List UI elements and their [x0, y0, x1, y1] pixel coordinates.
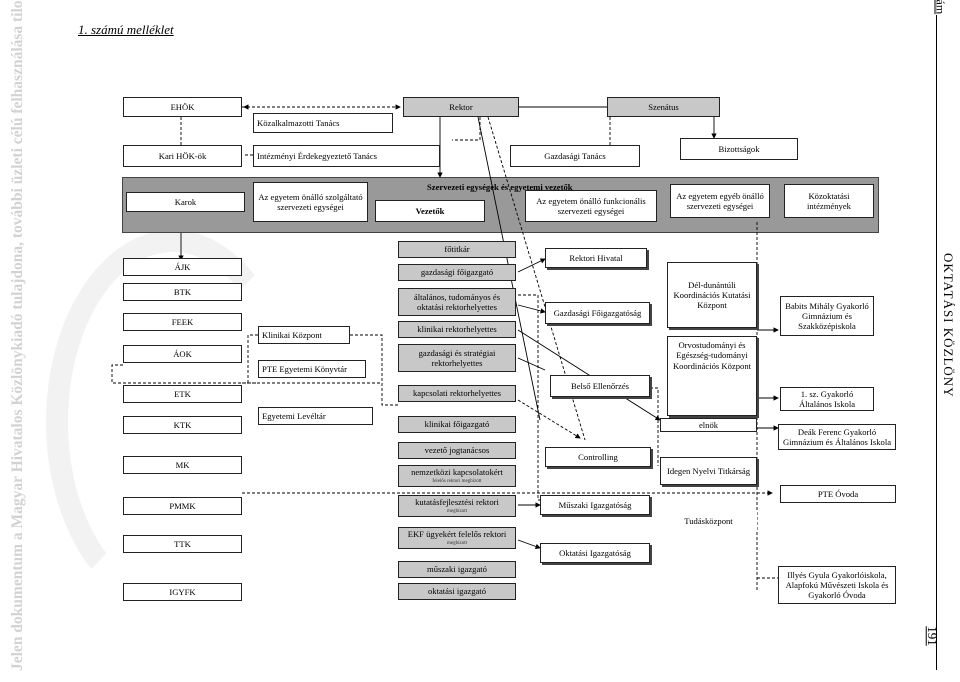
leader-oktatasi-igazgato: oktatási igazgató — [398, 583, 516, 600]
leader-fotitkar: főtitkár — [398, 241, 516, 258]
klinikai-kozpont-box: Klinikai Központ — [258, 326, 350, 344]
karok-box: Karok — [126, 192, 245, 212]
leader-vezeto-jogtanacsos: vezető jogtanácsos — [398, 442, 516, 459]
page-title: 1. számú melléklet — [78, 22, 174, 37]
right-margin-rule — [936, 15, 937, 670]
leader-gazdasagi-strategiai-rh: gazdasági és stratégiai rektorhelyettes — [398, 344, 516, 372]
leader-kutatasfejlesztesi-label: kutatásfejlesztési rektori — [415, 497, 499, 508]
leader-gazdasagi-foigazgato: gazdasági főigazgató — [398, 264, 516, 281]
szolgaltato-box: Az egyetem önálló szolgáltató szervezeti… — [253, 182, 368, 222]
kari-hok-box: Kari HÖK-ök — [123, 145, 242, 167]
leader-nemzetkozi-label: nemzetközi kapcsolatokért — [411, 467, 503, 478]
konyvtar-box: PTE Egyetemi Könyvtár — [258, 360, 366, 378]
tudaskozpont-label: Tudásközpont — [660, 510, 757, 532]
leader-kutatasfejlesztesi-sub: megbízott — [446, 508, 467, 514]
leader-ekf-label: EKF ügyekért felelős rektori — [407, 529, 507, 540]
leader-nemzetkozi-sub: felelős rektori megbízott — [432, 478, 482, 484]
leader-klinikai-rh: klinikai rektorhelyettes — [398, 321, 516, 338]
school-altalanos: 1. sz. Gyakorló Általános Iskola — [780, 387, 874, 411]
leader-altalanos-rh: általános, tudományos és oktatási rektor… — [398, 288, 516, 316]
kozoktatasi-box: Közoktatási intézmények — [784, 184, 874, 218]
szenatus-box: Szenátus — [607, 97, 720, 117]
faculty-ajk: ÁJK — [123, 258, 242, 276]
idegen-nyelvi-box: Idegen Nyelvi Titkárság — [660, 457, 757, 485]
leader-kapcsolati-rh: kapcsolati rektorhelyettes — [398, 385, 516, 402]
school-deak: Deák Ferenc Gyakorló Gimnázium és Általá… — [778, 424, 896, 450]
vezetok-box: Vezetők — [375, 200, 485, 222]
funkcionalis-box: Az egyetem önálló funkcionális szervezet… — [525, 190, 657, 222]
faculty-etk: ETK — [123, 385, 242, 403]
bizottsagok-box: Bizottságok — [680, 138, 798, 160]
school-babits: Babits Mihály Gyakorló Gimnázium és Szak… — [780, 296, 874, 336]
rektor-box: Rektor — [403, 97, 519, 117]
kozalkalmazotti-box: Közalkalmazotti Tanács — [253, 113, 393, 133]
rektori-hivatal-box: Rektori Hivatal — [545, 248, 647, 268]
gazdasagi-foigazgatosag-box: Gazdasági Főigazgatóság — [545, 302, 650, 324]
muszaki-igazgatosag-box: Műszaki Igazgatóság — [540, 495, 650, 515]
leader-muszaki-igazgato: műszaki igazgató — [398, 561, 516, 578]
faculty-pmmk: PMMK — [123, 497, 242, 515]
ehok-box: EHÖK — [123, 97, 242, 117]
faculty-igyfk: IGYFK — [123, 583, 242, 601]
faculty-aok: ÁOK — [123, 345, 242, 363]
elnok-box: elnök — [660, 418, 757, 432]
faculty-ktk: KTK — [123, 416, 242, 434]
leveltar-box: Egyetemi Levéltár — [258, 407, 373, 425]
orvostudomanyi-box: Orvostudományi és Egészség-tudományi Koo… — [667, 336, 757, 416]
faculty-mk: MK — [123, 456, 242, 474]
gazdasagi-tanacs-box: Gazdasági Tanács — [510, 145, 640, 167]
belso-ellenorzes-box: Belső Ellenőrzés — [550, 375, 650, 397]
band-title: Szervezeti egységek és egyetemi vezetők — [427, 182, 573, 192]
leader-ekf-sub: megbízott — [447, 540, 467, 546]
school-ovoda: PTE Óvoda — [780, 485, 896, 503]
controlling-box: Controlling — [545, 447, 651, 467]
leader-klinikai-foigazgato: klinikai főigazgató — [398, 416, 516, 433]
faculty-feek: FEEK — [123, 313, 242, 331]
faculty-ttk: TTK — [123, 535, 242, 553]
school-illyes: Illyés Gyula Gyakorlóiskola, Alapfokú Mű… — [778, 566, 896, 604]
oktatasi-igazgatosag-box: Oktatási Igazgatóság — [540, 543, 650, 563]
intezmenyi-box: Intézményi Érdekegyeztető Tanács — [253, 145, 440, 167]
del-dunantuli-box: Dél-dunántúli Koordinációs Kutatási Közp… — [667, 262, 757, 328]
egyeb-box: Az egyetem egyéb önálló szervezeti egysé… — [670, 184, 770, 218]
faculty-btk: BTK — [123, 283, 242, 301]
